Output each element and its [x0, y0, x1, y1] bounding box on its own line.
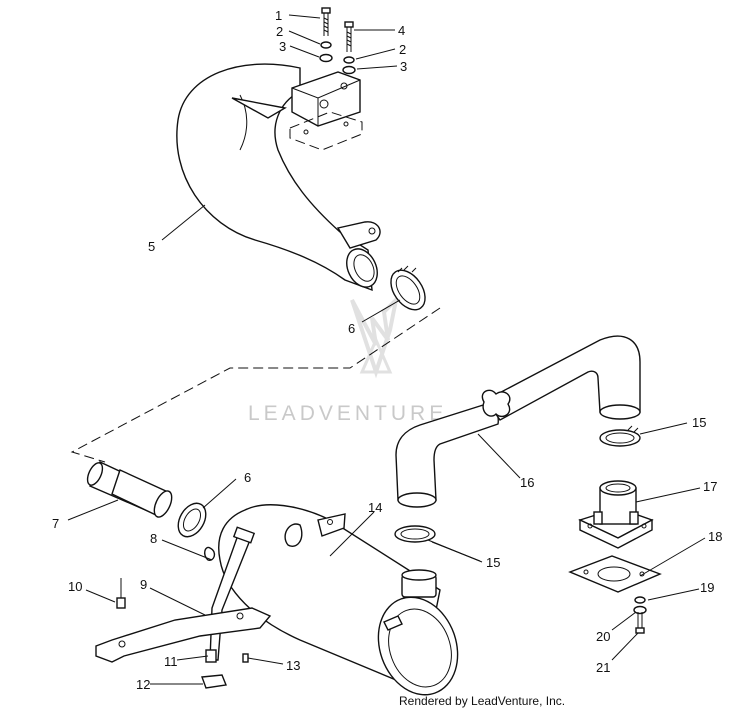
clamp-6-lower: [177, 502, 207, 538]
callout-3-right: 3: [400, 59, 407, 74]
crossover-pipe-16: [395, 335, 641, 508]
callout-19: 19: [700, 580, 714, 595]
callout-4: 4: [398, 23, 405, 38]
callout-8: 8: [150, 531, 157, 546]
callout-15-lower: 15: [486, 555, 500, 570]
render-credit: Rendered by LeadVenture, Inc.: [399, 694, 566, 708]
clamp-15-lower: [394, 525, 436, 543]
callout-16: 16: [520, 475, 534, 490]
bolt-1: [321, 7, 331, 36]
callout-1: 1: [275, 8, 282, 23]
callout-17: 17: [703, 479, 717, 494]
washer-3-right: [342, 65, 356, 75]
watermark-text: LEADVENTURE: [248, 402, 447, 425]
callout-13: 13: [286, 658, 300, 673]
callout-6-upper: 6: [348, 321, 355, 336]
exhaust-pipe-upper: [176, 63, 381, 292]
plate-12: [201, 674, 227, 689]
callout-18: 18: [708, 529, 722, 544]
callout-6-lower: 6: [244, 470, 251, 485]
bolt-21: [635, 612, 645, 634]
callout-2-left: 2: [276, 24, 283, 39]
watermark-logo: [350, 293, 400, 379]
callout-11: 11: [164, 654, 178, 669]
callout-12: 12: [136, 677, 150, 692]
washer-3-left: [319, 53, 333, 63]
washer-2-right: [343, 56, 355, 64]
callout-5: 5: [148, 239, 155, 254]
washer-20: [633, 605, 647, 615]
muffler-14: [203, 504, 459, 696]
callout-20: 20: [596, 629, 610, 644]
callout-21: 21: [596, 660, 610, 675]
callout-14: 14: [368, 500, 382, 515]
callout-2-right: 2: [399, 42, 406, 57]
screw-13: [242, 653, 249, 663]
callout-3-left: 3: [279, 39, 286, 54]
clamp-6-upper: [390, 265, 426, 311]
callout-numbers: 1 2 3 4 2 3 5 6 6 7 8 9 10 11 12 13 14 1…: [52, 8, 722, 692]
clamp-15-upper: [599, 425, 641, 447]
callout-9: 9: [140, 577, 147, 592]
bracket-9: [95, 607, 272, 663]
washer-2-left: [320, 41, 332, 49]
gasket-18: [568, 555, 662, 593]
callout-15-upper: 15: [692, 415, 706, 430]
adapter-17: [578, 480, 654, 549]
screw-10: [116, 578, 126, 609]
alignment-line: [70, 307, 441, 463]
leader-lines: [67, 14, 706, 685]
mounting-flange-top: [289, 71, 363, 151]
bolt-4: [344, 21, 354, 52]
washer-19: [634, 596, 646, 604]
callout-7: 7: [52, 516, 59, 531]
tail-pipe-7: [86, 461, 173, 518]
callout-10: 10: [68, 579, 82, 594]
